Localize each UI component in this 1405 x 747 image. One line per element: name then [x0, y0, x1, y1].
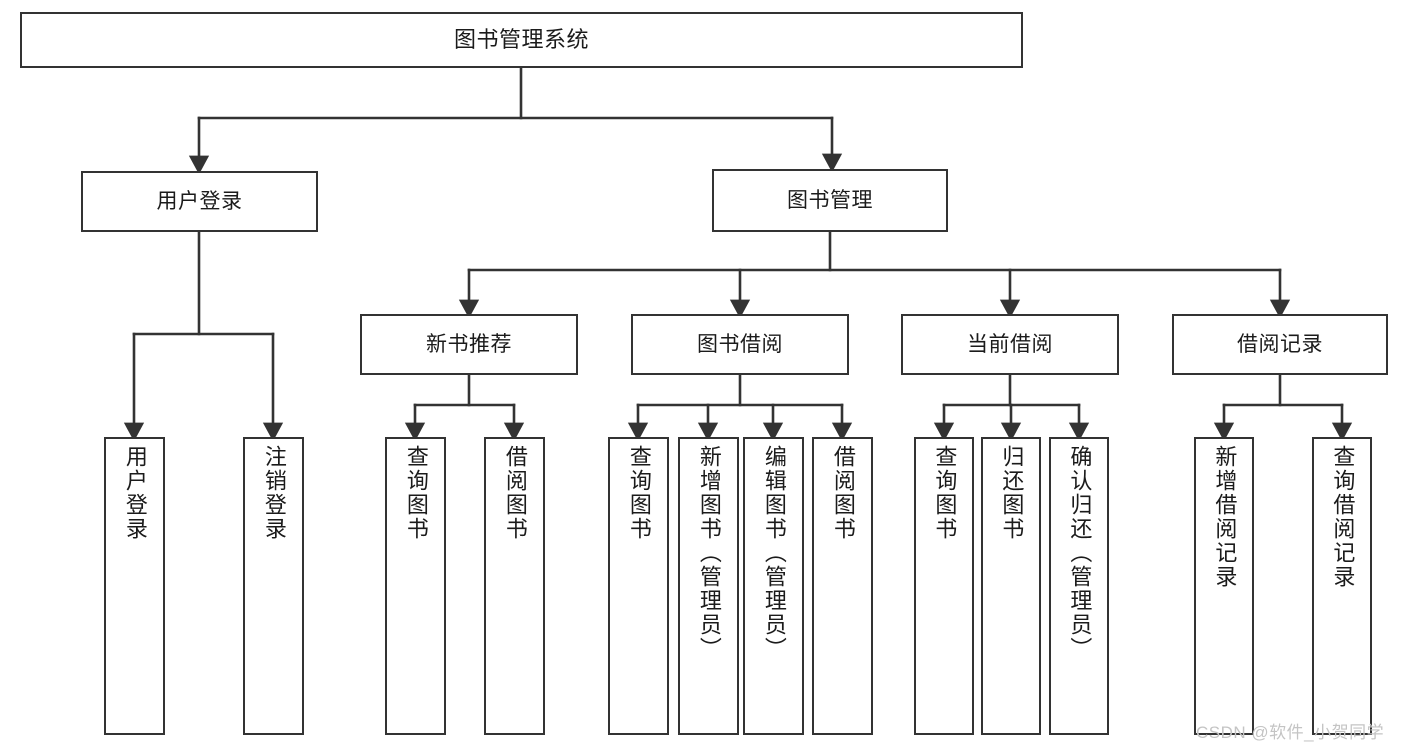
node-label: 编辑图书（管理员） [761, 445, 787, 661]
node-label: 查询图书 [403, 445, 429, 541]
node-label: 归还图书 [999, 445, 1025, 541]
node-leaf-borrow-book[interactable]: 借阅图书 [812, 437, 873, 735]
node-label: 新增借阅记录 [1212, 445, 1238, 589]
node-leaf-edit-book-admin[interactable]: 编辑图书（管理员） [743, 437, 804, 735]
node-label: 新书推荐 [426, 332, 512, 356]
node-label: 图书管理 [787, 188, 873, 212]
node-root-book-management-system[interactable]: 图书管理系统 [20, 12, 1023, 68]
node-label: 借阅记录 [1237, 332, 1323, 356]
node-label: 借阅图书 [830, 445, 856, 541]
node-borrow-record[interactable]: 借阅记录 [1172, 314, 1388, 375]
node-label: 借阅图书 [502, 445, 528, 541]
node-leaf-query-borrow-record[interactable]: 查询借阅记录 [1312, 437, 1372, 735]
node-leaf-return-book[interactable]: 归还图书 [981, 437, 1041, 735]
node-label: 查询借阅记录 [1330, 445, 1356, 589]
node-label: 查询图书 [626, 445, 652, 541]
node-leaf-query-book-current[interactable]: 查询图书 [914, 437, 974, 735]
csdn-watermark: CSDN @软件_小贺同学 [1196, 723, 1385, 742]
node-label: 图书借阅 [697, 332, 783, 356]
node-leaf-add-book-admin[interactable]: 新增图书（管理员） [678, 437, 739, 735]
node-user-login[interactable]: 用户登录 [81, 171, 318, 232]
node-label: 新增图书（管理员） [696, 445, 722, 661]
node-leaf-user-login[interactable]: 用户登录 [104, 437, 165, 735]
node-label: 用户登录 [156, 189, 243, 213]
node-leaf-query-book-recommend[interactable]: 查询图书 [385, 437, 446, 735]
node-leaf-add-borrow-record[interactable]: 新增借阅记录 [1194, 437, 1254, 735]
node-label: 确认归还（管理员） [1067, 445, 1093, 661]
node-label: 用户登录 [122, 445, 148, 541]
node-leaf-logout[interactable]: 注销登录 [243, 437, 304, 735]
node-label: 注销登录 [261, 445, 287, 541]
node-book-borrow[interactable]: 图书借阅 [631, 314, 849, 375]
node-label: 当前借阅 [967, 332, 1053, 356]
node-new-book-recommend[interactable]: 新书推荐 [360, 314, 578, 375]
node-leaf-confirm-return-admin[interactable]: 确认归还（管理员） [1049, 437, 1109, 735]
node-label: 图书管理系统 [453, 26, 589, 52]
node-label: 查询图书 [932, 445, 958, 541]
node-book-management[interactable]: 图书管理 [712, 169, 948, 232]
node-leaf-borrow-book-recommend[interactable]: 借阅图书 [484, 437, 545, 735]
node-current-borrow[interactable]: 当前借阅 [901, 314, 1119, 375]
node-leaf-query-book-borrow[interactable]: 查询图书 [608, 437, 669, 735]
